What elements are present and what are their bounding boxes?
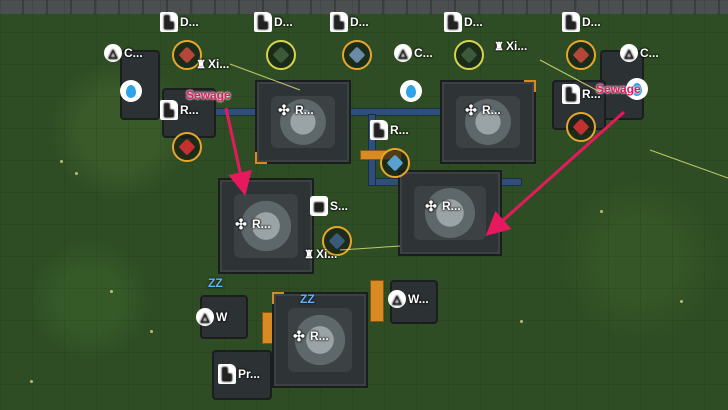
building-label: △W...	[388, 290, 429, 308]
refinery-icon: ✣	[425, 197, 437, 214]
flower-decor	[110, 290, 113, 293]
resource-icon[interactable]	[266, 40, 296, 70]
building-label: ▦S...	[310, 196, 348, 216]
building-label: ♜Xi...	[494, 36, 527, 56]
document-icon: ▙	[160, 100, 178, 120]
sewage-callout-left: Sewage	[186, 88, 231, 102]
building-label: ✣R...	[232, 214, 271, 234]
gem-icon[interactable]	[566, 112, 596, 142]
building-label: ▙D...	[330, 12, 369, 32]
building-label: ✣R...	[275, 100, 314, 120]
refinery-building[interactable]	[255, 80, 351, 164]
building-label: ✣R...	[422, 196, 461, 216]
flower-decor	[520, 320, 523, 323]
refinery-icon: ✣	[465, 101, 477, 118]
document-icon: ▙	[254, 12, 272, 32]
building-label: △C...	[394, 44, 433, 62]
warning-triangle-icon: △	[104, 44, 122, 62]
warning-triangle-icon: △	[620, 44, 638, 62]
building-label: ♜Xi...	[304, 244, 337, 264]
building-label: ▙R...	[160, 100, 199, 120]
warning-triangle-icon: △	[388, 290, 406, 308]
building-label: ▙D...	[562, 12, 601, 32]
pump-icon: ♜	[304, 248, 314, 261]
resource-icon[interactable]	[380, 148, 410, 178]
building-label: ▙Pr...	[218, 364, 260, 384]
pump-icon: ♜	[196, 58, 206, 71]
base-wall	[0, 0, 728, 14]
water-drop-icon	[626, 78, 648, 100]
document-icon: ▙	[160, 12, 178, 32]
document-icon: ▙	[562, 12, 580, 32]
gas-pipe[interactable]	[370, 280, 384, 322]
document-icon: ▙	[370, 120, 388, 140]
document-icon: ▙	[330, 12, 348, 32]
refinery-icon: ✣	[293, 327, 305, 344]
building-label: △W	[196, 308, 227, 326]
building-label: ✣R...	[462, 100, 501, 120]
flower-decor	[600, 210, 603, 213]
flower-decor	[30, 380, 33, 383]
warning-triangle-icon: △	[196, 308, 214, 326]
refinery-building[interactable]	[272, 292, 368, 388]
flower-decor	[150, 330, 153, 333]
sewage-callout-right: Sewage	[596, 82, 641, 96]
resource-icon[interactable]	[454, 40, 484, 70]
refinery-building[interactable]	[440, 80, 536, 164]
building-label: ▙D...	[254, 12, 293, 32]
document-icon: ▙	[444, 12, 462, 32]
resource-icon[interactable]	[322, 226, 352, 256]
flower-decor	[680, 300, 683, 303]
water-drop-icon	[120, 80, 142, 102]
gem-icon[interactable]	[172, 132, 202, 162]
building-label: △C...	[104, 44, 143, 62]
building-label: ✣R...	[290, 326, 329, 346]
document-icon: ▙	[218, 364, 236, 384]
gem-icon[interactable]	[172, 40, 202, 70]
flower-decor	[60, 160, 63, 163]
resource-icon[interactable]	[342, 40, 372, 70]
building-label: ♜Xi...	[196, 54, 229, 74]
refinery-icon: ✣	[235, 215, 247, 232]
gem-icon[interactable]	[566, 40, 596, 70]
water-drop-icon	[400, 80, 422, 102]
pump-icon: ♜	[494, 40, 504, 53]
building-label: ▙D...	[444, 12, 483, 32]
building-label: ▙R...	[562, 84, 601, 104]
warning-triangle-icon: △	[394, 44, 412, 62]
building-label: ▙D...	[160, 12, 199, 32]
document-icon: ▙	[562, 84, 580, 104]
flower-decor	[75, 172, 78, 175]
sleep-zz-icon: ZZ	[208, 276, 223, 290]
refinery-icon: ✣	[278, 101, 290, 118]
building-label: △C...	[620, 44, 659, 62]
storage-icon: ▦	[310, 196, 328, 216]
sleep-zz-icon: ZZ	[300, 292, 315, 306]
building-label: ▙R...	[370, 120, 409, 140]
refinery-building[interactable]	[398, 170, 502, 256]
